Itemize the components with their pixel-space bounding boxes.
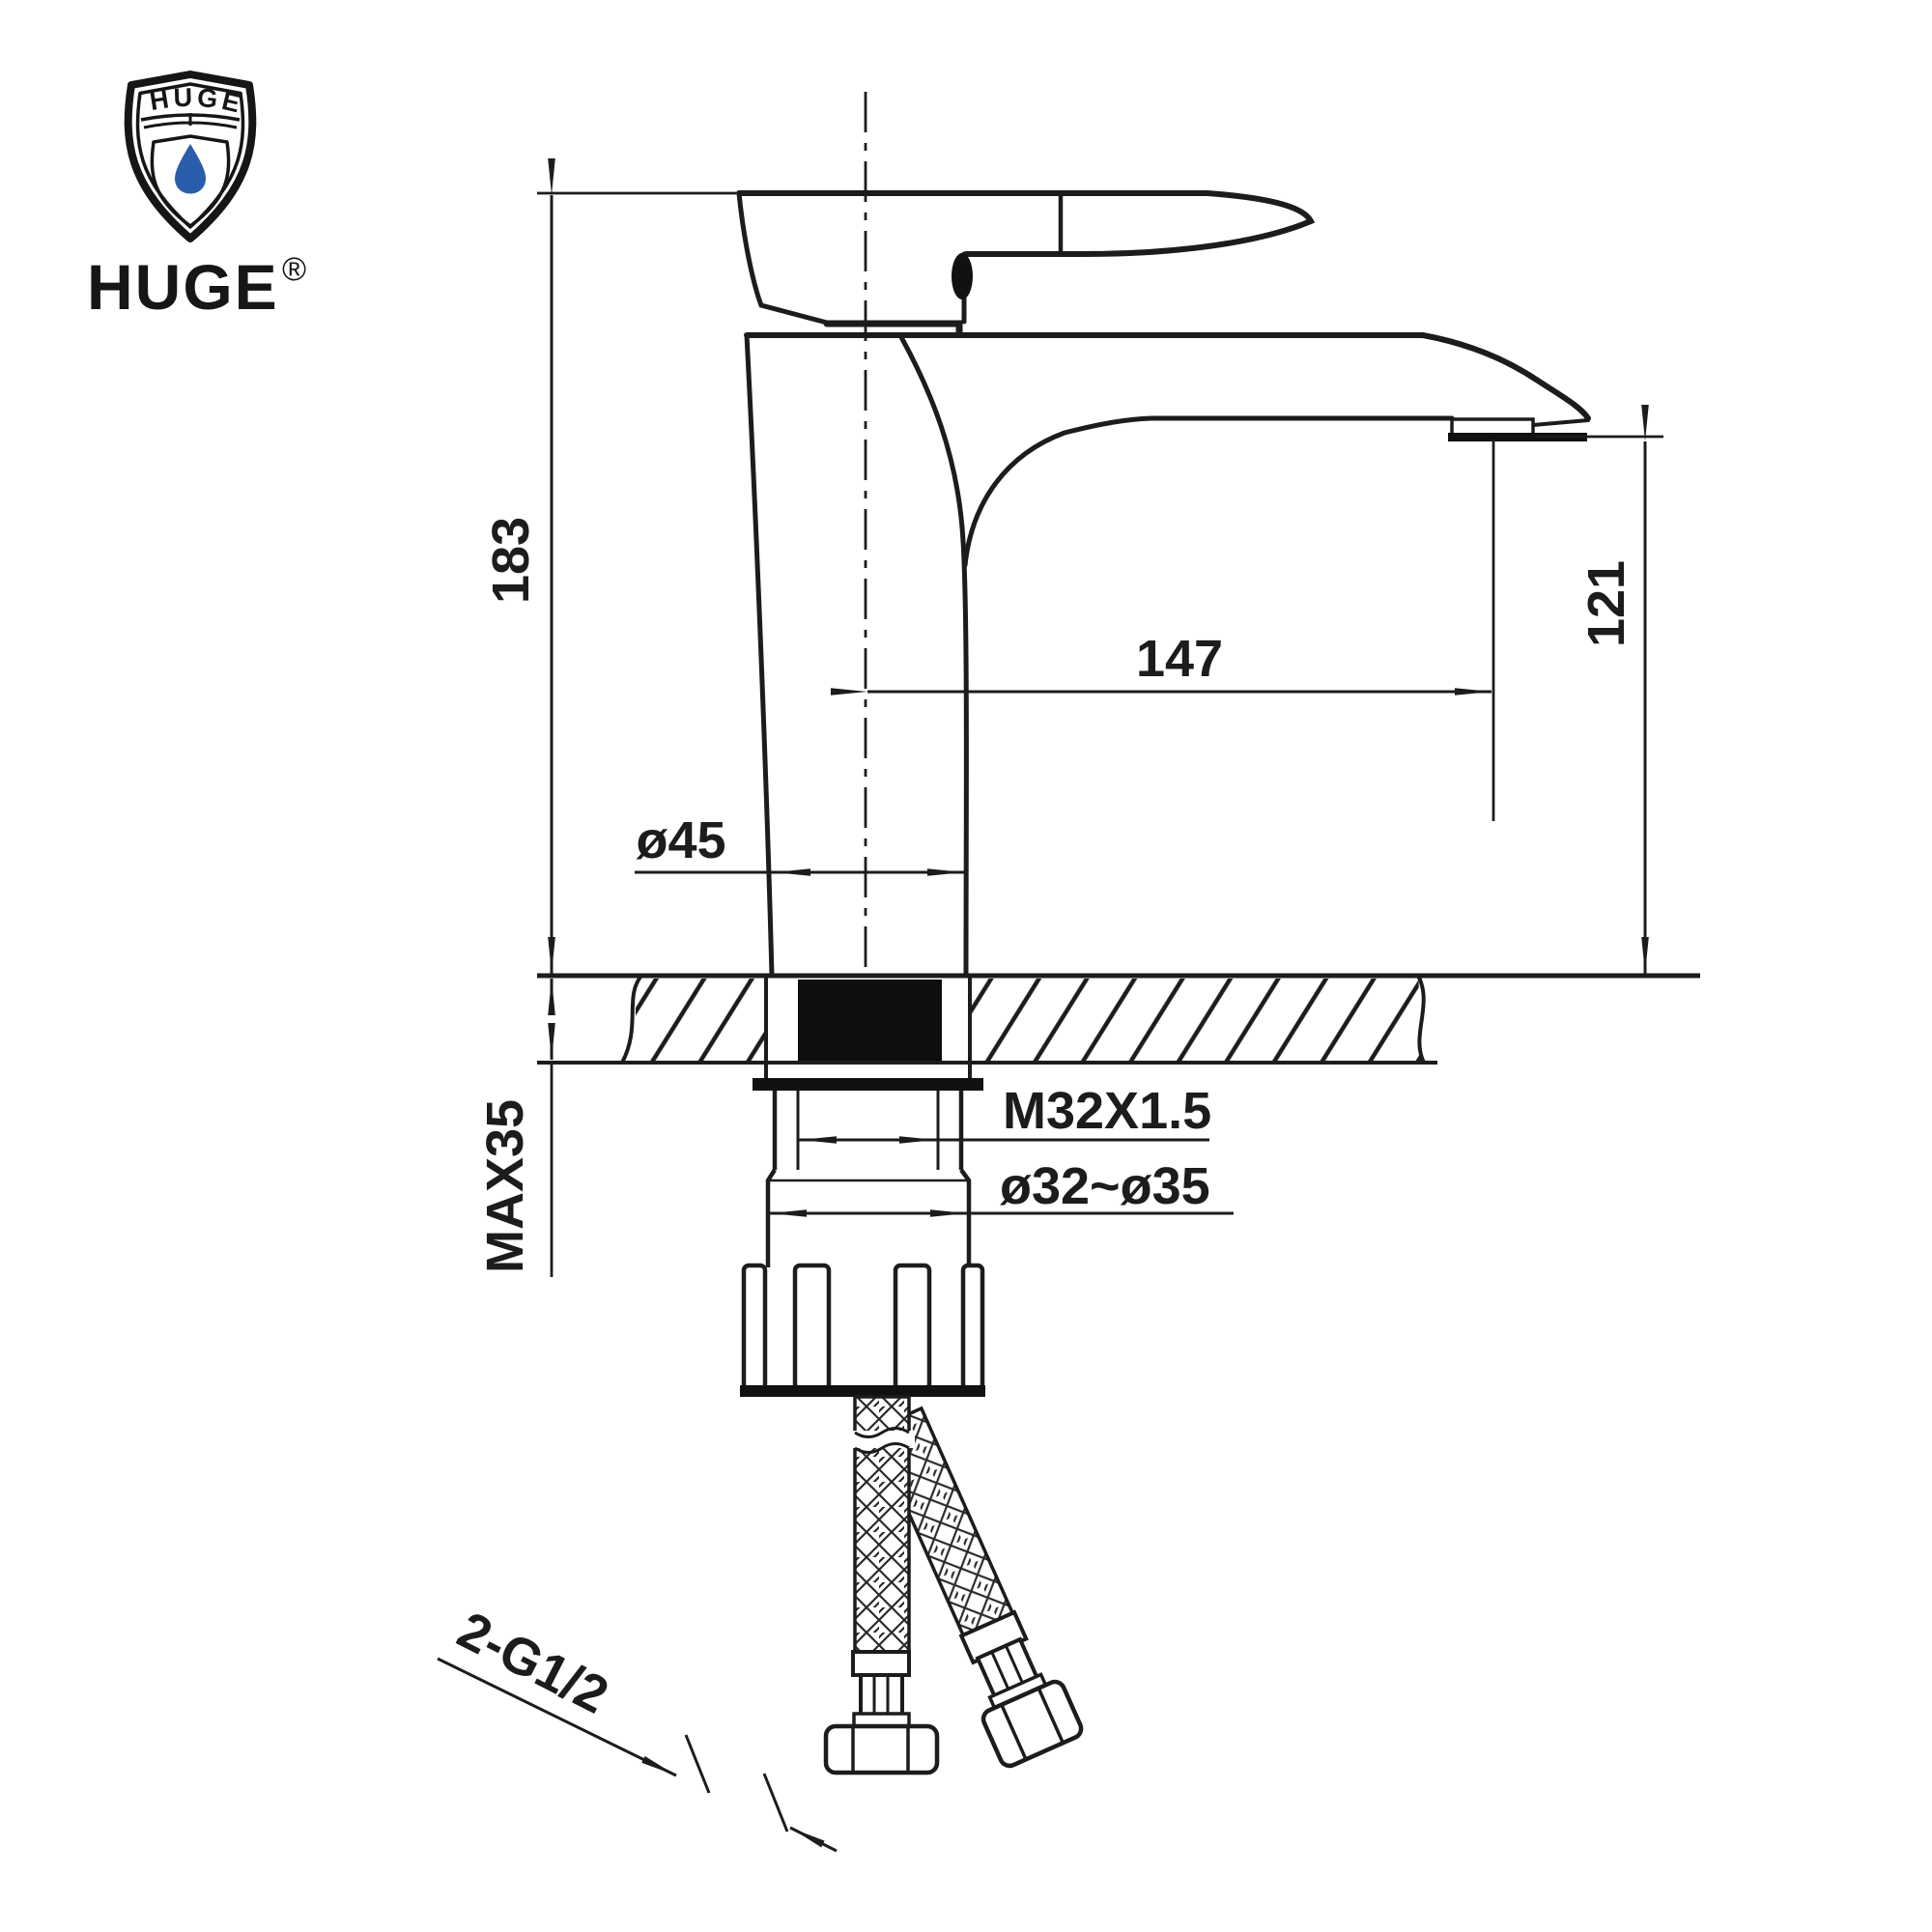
flange-washer <box>753 1078 983 1091</box>
dim-45-label: ø45 <box>636 811 725 869</box>
aerator-face <box>1448 433 1587 441</box>
huge-logo: HUGE HUGE ® <box>87 71 306 323</box>
handle-base-left <box>736 190 830 326</box>
deck-break-edge-left <box>620 974 643 1064</box>
registered-mark: ® <box>282 251 306 288</box>
dim-m32-label: M32X1.5 <box>1003 1082 1211 1140</box>
gasket <box>798 980 942 1063</box>
spout-top-edge <box>744 332 1591 421</box>
fitting-hex-nut <box>980 1679 1084 1769</box>
nut-rib <box>960 1263 985 1392</box>
nut-rib <box>893 1263 932 1392</box>
leader-g12 <box>437 1657 677 1777</box>
handle-lever <box>736 190 1316 257</box>
spout-tip-lip <box>1531 418 1590 427</box>
extension-lines <box>537 191 1663 1277</box>
deck-hole-gap-left <box>766 979 798 1061</box>
logo-banner-line-bottom <box>143 113 238 129</box>
under-deck-assembly <box>740 1078 1084 1776</box>
dim-183-label: 183 <box>482 517 540 604</box>
fitting-ribs <box>859 1673 904 1718</box>
fitting-collar <box>851 1650 911 1677</box>
deck-break-edge-right <box>1416 975 1426 1064</box>
logo-wordmark: HUGE <box>87 251 279 323</box>
hose-break-waves <box>854 1427 910 1454</box>
dim-121-label: 121 <box>1577 560 1635 647</box>
deck-hatch-left <box>636 979 766 1061</box>
nut-rib <box>741 1263 768 1392</box>
handle-base-bottom <box>823 320 963 337</box>
g12-tick-1 <box>684 1734 711 1794</box>
dim-hole-label: ø32~ø35 <box>1000 1157 1210 1215</box>
logo-inner-shield <box>150 134 231 228</box>
body-left-edge <box>744 332 775 979</box>
faucet-outline <box>736 190 1591 979</box>
water-drop-icon <box>175 144 206 194</box>
hose-vertical <box>823 1395 940 1776</box>
nut-bottom <box>740 1385 985 1397</box>
countertop-section <box>537 973 1700 1078</box>
fitting-hex-nut <box>823 1723 940 1776</box>
logo-shield-outline <box>124 71 257 242</box>
deck-hole-gap-right <box>942 979 970 1061</box>
deck-hatch-right <box>970 979 1422 1061</box>
spout-underside <box>962 415 1455 568</box>
body-right-edge <box>898 334 969 979</box>
dim-max35-label: MAX35 <box>476 1099 534 1273</box>
g12-tick-2 <box>762 1773 789 1833</box>
dim-147-label: 147 <box>1136 630 1223 688</box>
handle-pivot <box>952 253 973 299</box>
nut-rib <box>792 1263 832 1392</box>
dimension-lines <box>437 158 1649 1853</box>
g12-arrow-2 <box>789 1826 838 1853</box>
mounting-nut <box>740 1263 985 1397</box>
shank-lower-tube <box>765 1168 972 1267</box>
